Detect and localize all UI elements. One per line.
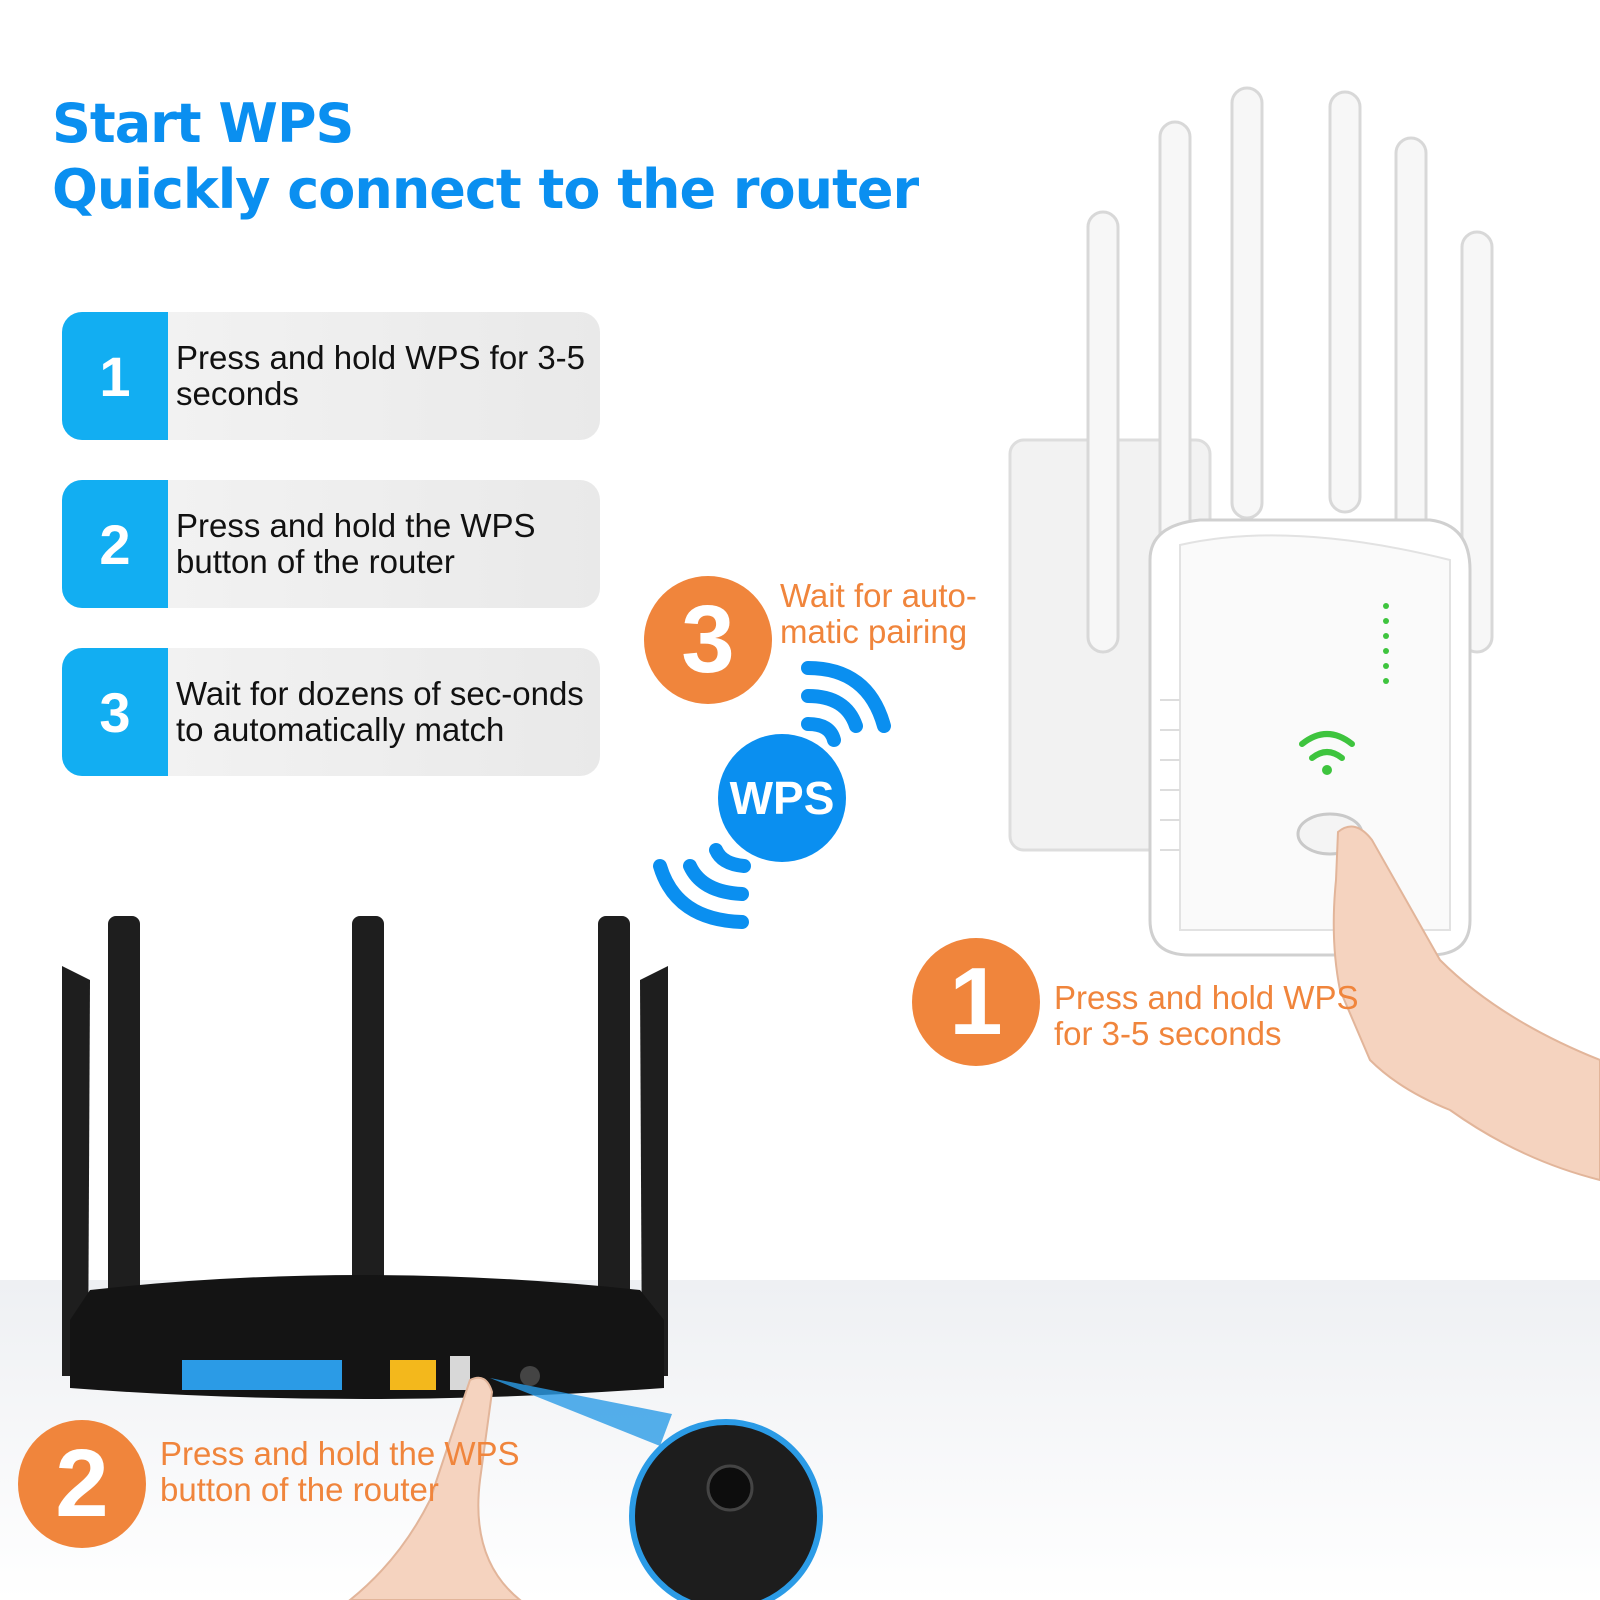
extender-step-badge: 1 xyxy=(912,938,1040,1066)
signal-arcs-top xyxy=(801,661,891,747)
router-finger-icon xyxy=(348,1376,522,1600)
step-text-3: Wait for dozens of sec-onds to automatic… xyxy=(176,675,584,748)
zoom-pointer xyxy=(490,1378,672,1446)
router-step-badge: 2 xyxy=(18,1420,146,1548)
router-antennas xyxy=(62,916,668,1386)
extender-step-caption: Press and hold WPS for 3-5 seconds xyxy=(1054,979,1359,1052)
router-wps-button xyxy=(706,1464,754,1512)
headline-subtitle: Quickly connect to the router xyxy=(52,158,919,221)
wps-bubble: WPS xyxy=(718,734,846,862)
extender-antennas xyxy=(1086,86,1494,654)
extender-vents xyxy=(1160,699,1180,851)
headline-start-wps: Start WPS xyxy=(52,92,354,155)
signal-arcs-bottom xyxy=(653,843,751,929)
finger-icon xyxy=(1332,825,1600,1182)
pairing-step-badge: 3 xyxy=(644,576,772,704)
step-number-1: 1 xyxy=(62,312,168,440)
router-body xyxy=(70,1275,664,1399)
step-text-1: Press and hold WPS for 3-5 seconds xyxy=(176,339,586,412)
router-step-caption: Press and hold the WPS button of the rou… xyxy=(160,1435,520,1508)
extender-front-panel xyxy=(1179,534,1451,931)
step-number-3: 3 xyxy=(62,648,168,776)
step-card-2: 2 Press and hold the WPS button of the r… xyxy=(62,480,600,608)
step-number-2: 2 xyxy=(62,480,168,608)
extender-led-dots xyxy=(1383,603,1389,684)
step-card-3: 3 Wait for dozens of sec-onds to automat… xyxy=(62,648,600,776)
pairing-step-caption: Wait for auto-matic pairing xyxy=(780,577,977,650)
router-ports xyxy=(182,1356,540,1390)
step-card-1: 1 Press and hold WPS for 3-5 seconds xyxy=(62,312,600,440)
wifi-dot xyxy=(1322,765,1332,775)
wifi-signal-icon xyxy=(1299,731,1355,761)
step-text-2: Press and hold the WPS button of the rou… xyxy=(176,507,536,580)
